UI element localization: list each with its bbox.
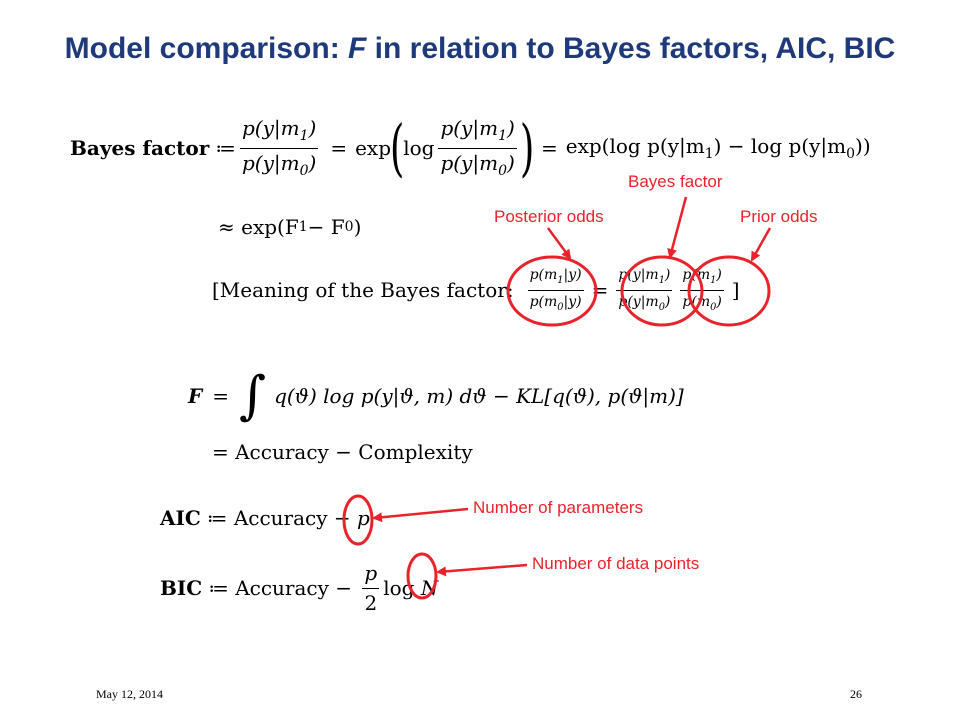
left-paren: ( [389, 111, 405, 184]
annotation-posterior-odds: Posterior odds [494, 207, 604, 226]
bic-n: N [420, 576, 439, 600]
annotation-num-params: Number of parameters [473, 498, 644, 517]
equals-symbol-2: = [541, 136, 558, 160]
page-number: 26 [850, 687, 862, 701]
meaning-label: [Meaning of the Bayes factor: [212, 278, 514, 302]
bf-fraction: p(y|m1) p(y|m0) [239, 116, 319, 179]
title-var: F [348, 32, 367, 65]
f-label: F [188, 384, 203, 408]
log-fraction: p(y|m1) p(y|m0) [438, 116, 517, 179]
bic-label: BIC [160, 576, 203, 600]
equals-symbol: = [330, 136, 348, 160]
right-paren: ) [519, 111, 535, 184]
prior-odds-fraction: p(m1) p(m0) [680, 267, 724, 313]
annotation-bayes-factor: Bayes factor [628, 172, 723, 191]
bic-equation: BIC ≔ Accuracy − p 2 log N [160, 560, 439, 615]
bayes-factor-arrow [667, 196, 688, 259]
meaning-equation: [Meaning of the Bayes factor: p(m1|y) p(… [212, 267, 740, 313]
num-params-arrow [372, 507, 469, 523]
bayes-factor-label: Bayes factor [70, 136, 210, 160]
aic-label: AIC [160, 506, 201, 530]
assign-symbol: ≔ [215, 136, 236, 160]
log-text: log [403, 136, 435, 160]
annotation-prior-odds: Prior odds [740, 207, 818, 226]
bayes-factor-fraction: p(y|m1) p(y|m0) [616, 267, 673, 313]
bic-fraction: p 2 [362, 560, 380, 615]
title-prefix: Model comparison: [64, 32, 349, 65]
integral-sign: ∫ [238, 366, 267, 426]
posterior-odds-fraction: p(m1|y) p(m0|y) [527, 267, 584, 313]
num-data-arrow [436, 563, 528, 577]
bayes-factor-equation: Bayes factor ≔ p(y|m1) p(y|m0) = exp ( l… [70, 112, 871, 184]
exp-text: exp [355, 136, 391, 160]
free-energy-equation: F = ∫ q(ϑ) log p(y|ϑ, m) dϑ − KL[q(ϑ), p… [188, 366, 684, 426]
exp-diff: exp(log p(y|m1) − log p(y|m0)) [565, 134, 871, 162]
f-rhs: q(ϑ) log p(y|ϑ, m) dϑ − KL[q(ϑ), p(ϑ|m)] [274, 384, 684, 408]
posterior-odds-arrow [546, 227, 572, 260]
aic-equation: AIC ≔ Accuracy − p [160, 506, 370, 530]
footer-date: May 12, 2014 [96, 687, 163, 701]
slide-title: Model comparison: F in relation to Bayes… [0, 32, 960, 66]
aic-p: p [357, 506, 370, 530]
annotation-num-data: Number of data points [532, 554, 700, 573]
title-suffix: in relation to Bayes factors, AIC, BIC [366, 32, 896, 65]
prior-odds-arrow [750, 227, 772, 262]
accuracy-complexity: = Accuracy − Complexity [212, 440, 473, 464]
